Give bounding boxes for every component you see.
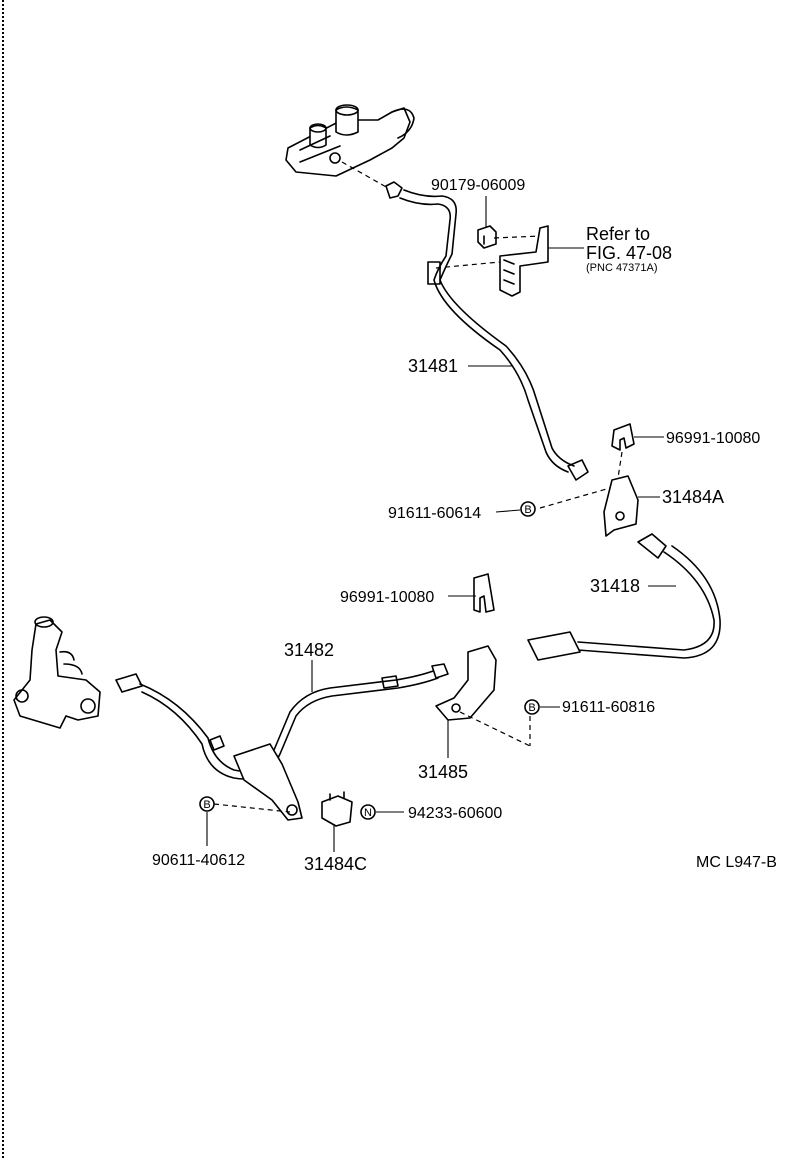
svg-text:B: B [524, 504, 531, 516]
wheel-cylinder [13, 616, 101, 729]
bolt-90179 [477, 225, 497, 249]
bolt-symbol-91611-top: B [520, 501, 536, 517]
figure-code: MC L947-B [696, 854, 777, 871]
label-90611-40612: 90611-40612 [152, 852, 245, 869]
label-31484C: 31484C [304, 854, 367, 874]
clip-96991-top [611, 423, 635, 451]
label-94233-60600: 94233-60600 [408, 805, 502, 822]
master-cylinder [285, 104, 415, 177]
refer-line-2: FIG. 47-08 [586, 243, 672, 263]
nut-symbol-94233: N [360, 804, 376, 820]
brake-pipe-31482 [115, 663, 449, 780]
label-31418: 31418 [590, 576, 640, 596]
svg-text:B: B [203, 799, 210, 811]
bracket-31484A [603, 475, 639, 537]
label-90179-06009: 90179-06009 [431, 177, 525, 194]
label-31485: 31485 [418, 762, 468, 782]
bolt-symbol-90611: B [199, 796, 215, 812]
bolt-symbol-91611-mid: B [524, 699, 540, 715]
bracket-31482-mount [233, 743, 303, 821]
label-91611-60816: 91611-60816 [562, 699, 655, 716]
clip-31484C [321, 791, 353, 827]
svg-text:B: B [528, 702, 535, 714]
brake-pipe-31481 [385, 181, 589, 481]
label-91611-60614: 91611-60614 [388, 505, 481, 522]
refer-line-1: Refer to [586, 224, 650, 244]
bracket-31485 [435, 645, 497, 721]
label-31482: 31482 [284, 640, 334, 660]
label-31484A: 31484A [662, 487, 724, 507]
label-31481: 31481 [408, 356, 458, 376]
refer-line-3: (PNC 47371A) [586, 262, 658, 274]
pipe-bracket-47371A [499, 225, 549, 297]
svg-text:N: N [364, 807, 372, 819]
clip-96991-mid [473, 573, 495, 613]
label-96991-10080-top: 96991-10080 [666, 430, 760, 447]
label-96991-10080-mid: 96991-10080 [340, 589, 434, 606]
flexible-hose-31418 [527, 533, 721, 661]
